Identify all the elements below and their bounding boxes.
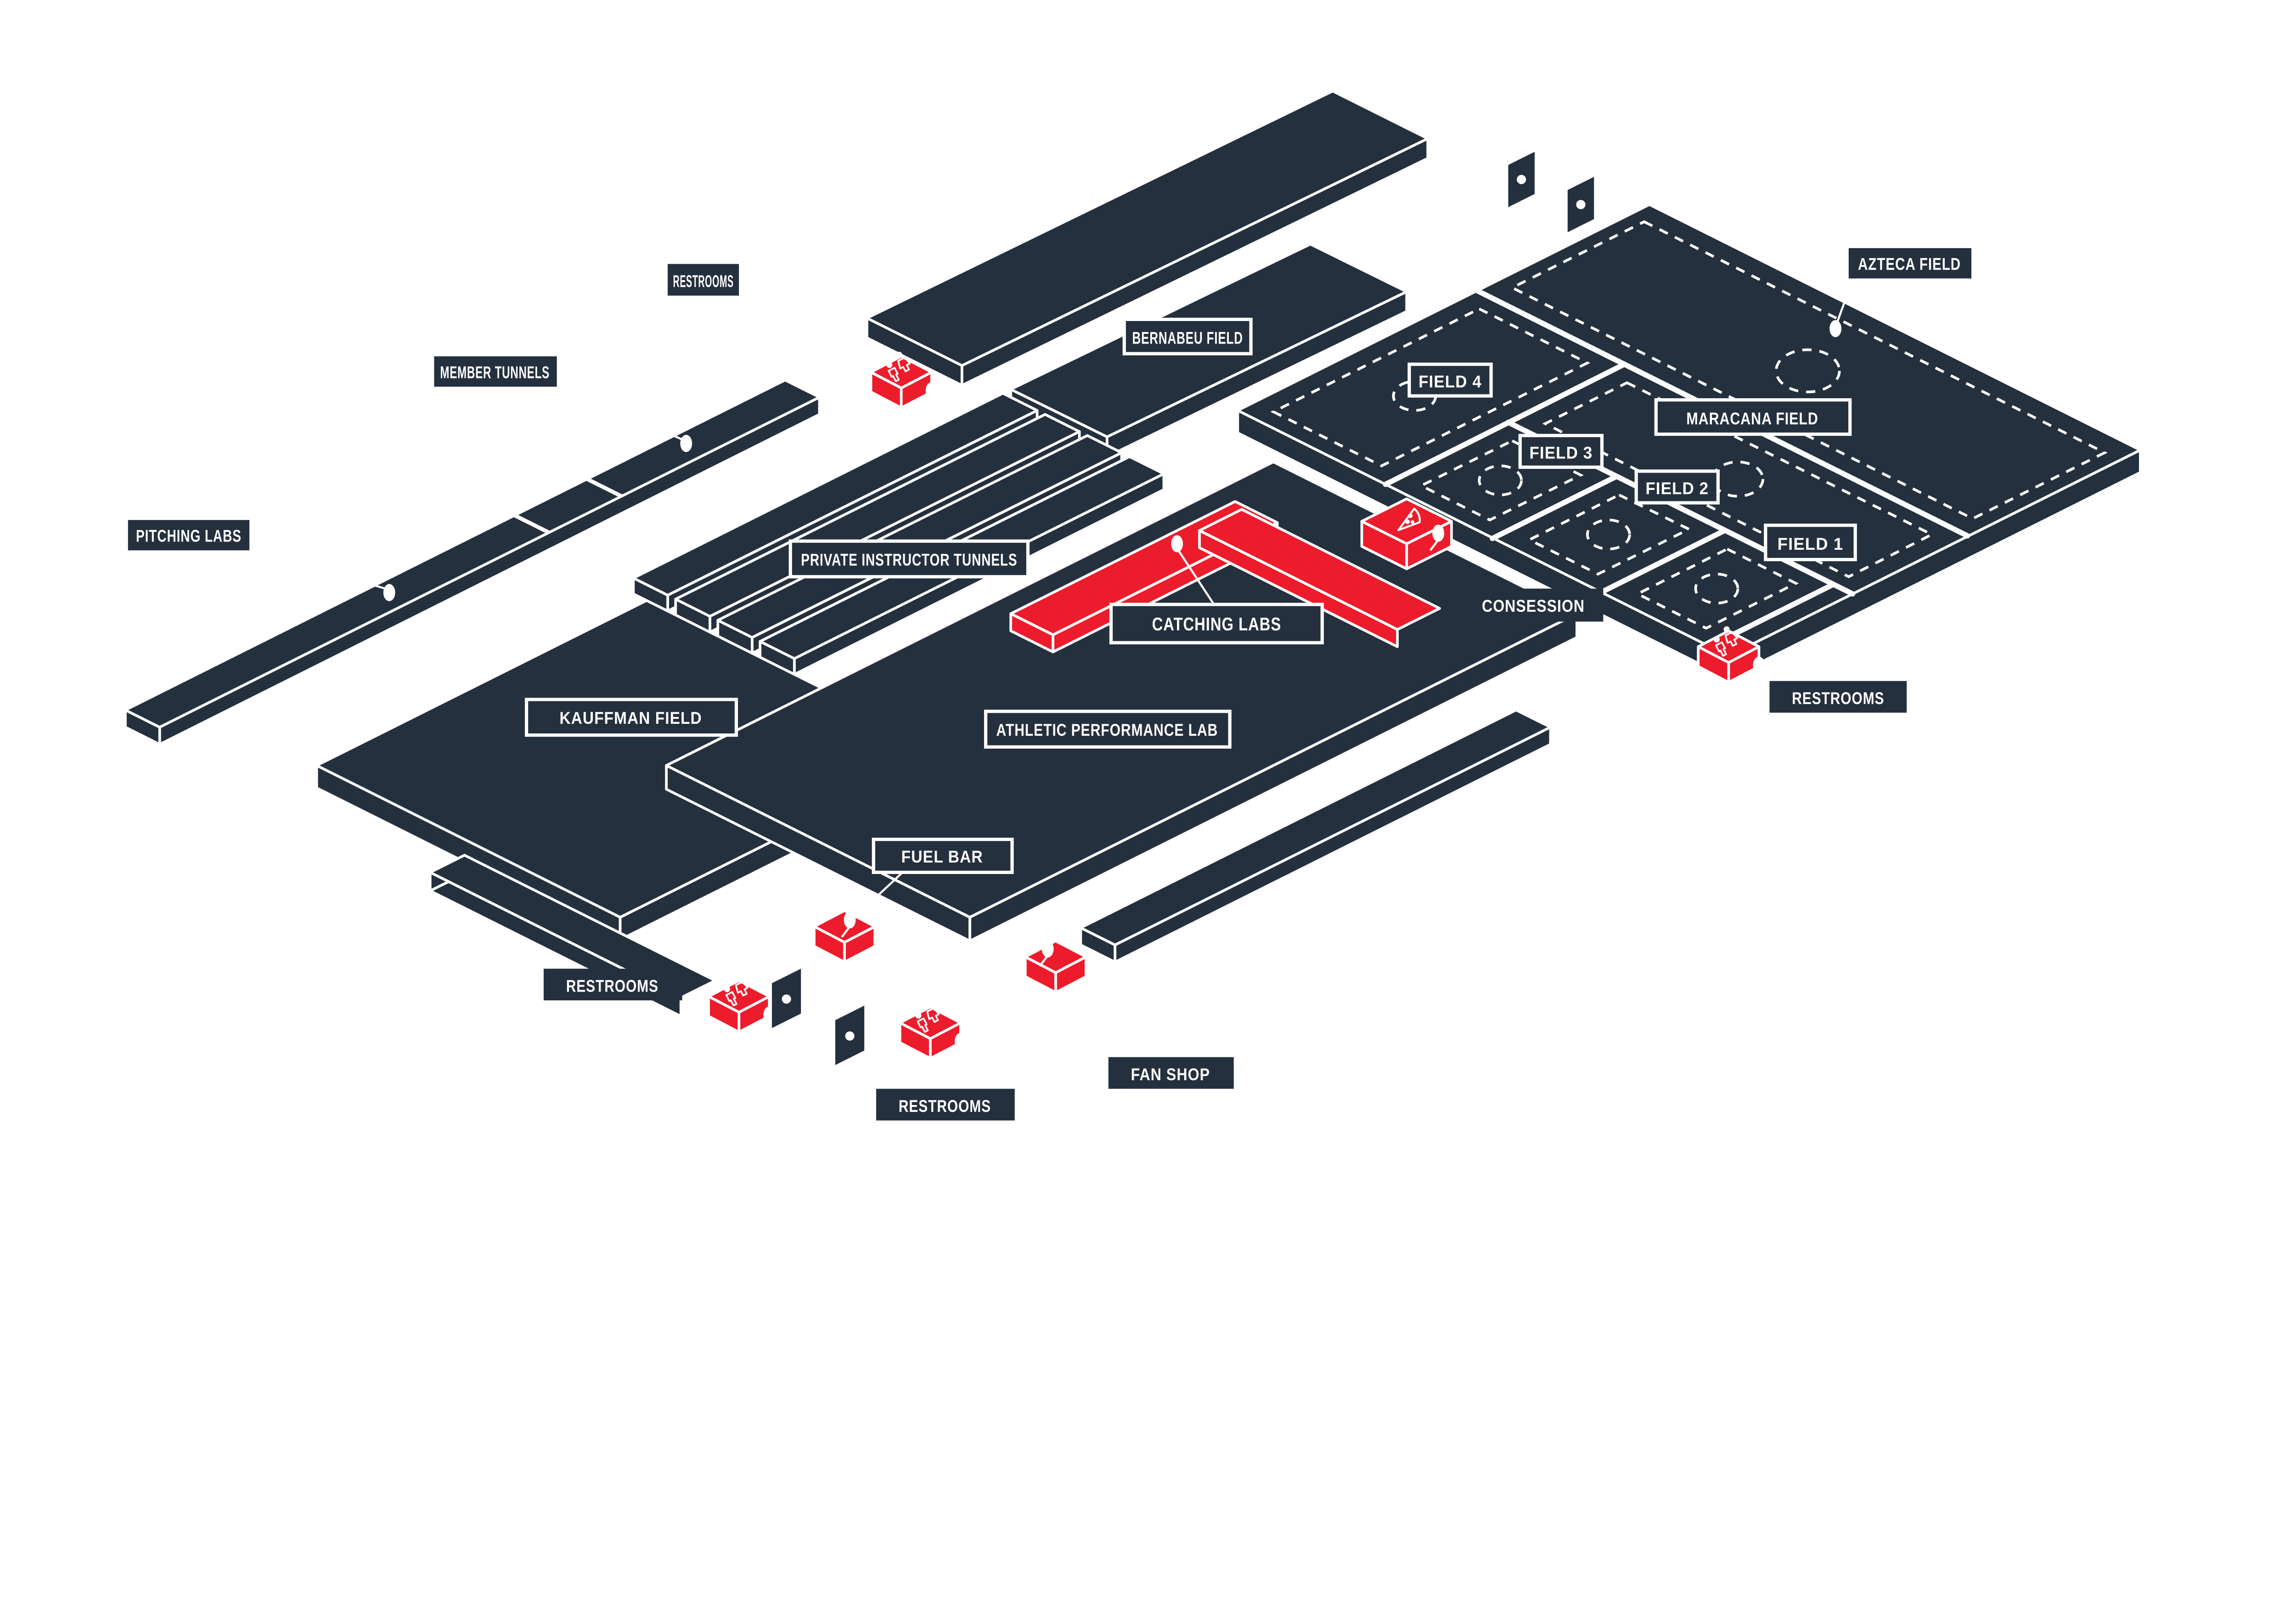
maracana-pitch-markings: [1542, 381, 1935, 578]
restrooms-northwest-building: [869, 349, 938, 409]
label-pitching-labs: PITCHING LABS: [128, 520, 250, 551]
svg-text:FIELD 4: FIELD 4: [1418, 372, 1482, 391]
svg-text:FUEL BAR: FUEL BAR: [901, 847, 983, 866]
label-member-tunnels: MEMBER TUNNELS: [434, 356, 557, 387]
svg-text:FIELD 2: FIELD 2: [1645, 479, 1709, 498]
svg-text:RESTROOMS: RESTROOMS: [566, 976, 658, 996]
label-field-1: FIELD 1: [1764, 524, 1857, 561]
svg-text:CONSESSION: CONSESSION: [1482, 596, 1585, 615]
label-azteca-field: AZTECA FIELD: [1848, 248, 1972, 279]
location-pin-icon: [1171, 535, 1183, 553]
field3-pitch-markings: [1418, 439, 1584, 522]
restrooms-east-building: [1697, 623, 1765, 684]
location-pin-icon: [680, 434, 692, 452]
label-fan-shop: FAN SHOP: [1108, 1057, 1234, 1089]
field1-pitch-markings: [1634, 547, 1799, 630]
label-restrooms-s: RESTROOMS: [876, 1088, 1015, 1121]
location-pin-icon: [383, 584, 395, 601]
label-kauffman-field: KAUFFMAN FIELD: [524, 698, 738, 737]
consession-building: [1360, 497, 1453, 570]
callout-leaders: [250, 279, 1854, 914]
svg-text:FIELD 1: FIELD 1: [1778, 534, 1844, 553]
label-restrooms-nw: RESTROOMS: [668, 264, 739, 296]
label-field-4: FIELD 4: [1407, 362, 1493, 398]
pitching-labs-member-tunnels-bar: [124, 378, 821, 746]
fuel-bar-building: [813, 909, 877, 964]
svg-text:CATCHING LABS: CATCHING LABS: [1152, 614, 1282, 635]
svg-text:PRIVATE INSTRUCTOR TUNNELS: PRIVATE INSTRUCTOR TUNNELS: [801, 550, 1017, 569]
label-field-3: FIELD 3: [1518, 434, 1604, 469]
svg-text:FIELD 3: FIELD 3: [1529, 443, 1593, 462]
svg-text:RESTROOMS: RESTROOMS: [673, 271, 734, 291]
door-dot-icon: [1576, 200, 1586, 209]
svg-text:RESTROOMS: RESTROOMS: [1792, 688, 1884, 708]
door-dot-icon: [782, 994, 791, 1004]
fan-shop-bar: [1079, 709, 1552, 964]
facility-map: RESTROOMS MEMBER TUNNELS PITCHING LABS B…: [124, 91, 2140, 1121]
svg-text:ATHLETIC PERFORMANCE LAB: ATHLETIC PERFORMANCE LAB: [996, 720, 1218, 739]
label-field-2: FIELD 2: [1634, 469, 1720, 505]
label-private-instructor-tunnels: PRIVATE INSTRUCTOR TUNNELS: [788, 539, 1030, 579]
svg-text:AZTECA FIELD: AZTECA FIELD: [1858, 254, 1961, 274]
label-athletic-performance-lab: ATHLETIC PERFORMANCE LAB: [984, 710, 1232, 749]
svg-text:KAUFFMAN FIELD: KAUFFMAN FIELD: [559, 708, 702, 727]
label-consession: CONSESSION: [1464, 588, 1604, 622]
catching-labs-building: [1009, 500, 1441, 654]
svg-text:PITCHING LABS: PITCHING LABS: [136, 526, 242, 546]
restrooms-southwest-building: [707, 973, 775, 1033]
door-dot-icon: [845, 1031, 855, 1041]
restrooms-south-building: [898, 999, 967, 1060]
entrance-doors-north: [1508, 152, 1594, 232]
azteca-pitch-markings: [1509, 220, 2108, 520]
label-bernabeu-field: BERNABEU FIELD: [1122, 317, 1253, 355]
svg-text:BERNABEU FIELD: BERNABEU FIELD: [1132, 328, 1243, 348]
field4-pitch-markings: [1270, 307, 1591, 468]
label-fuel-bar: FUEL BAR: [872, 837, 1014, 874]
svg-text:RESTROOMS: RESTROOMS: [899, 1096, 991, 1116]
label-restrooms-e: RESTROOMS: [1769, 681, 1907, 713]
fan-shop-building: [1024, 940, 1087, 994]
svg-text:MEMBER TUNNELS: MEMBER TUNNELS: [440, 362, 550, 382]
entrance-doors-south: [772, 969, 865, 1065]
field2-pitch-markings: [1526, 493, 1692, 576]
label-restrooms-sw: RESTROOMS: [543, 969, 682, 1001]
location-pin-icon: [1829, 320, 1842, 338]
svg-text:MARACANA FIELD: MARACANA FIELD: [1686, 409, 1818, 428]
label-catching-labs: CATCHING LABS: [1109, 603, 1324, 645]
svg-text:FAN SHOP: FAN SHOP: [1131, 1065, 1210, 1084]
label-maracana-field: MARACANA FIELD: [1654, 398, 1852, 436]
door-dot-icon: [1517, 175, 1526, 184]
